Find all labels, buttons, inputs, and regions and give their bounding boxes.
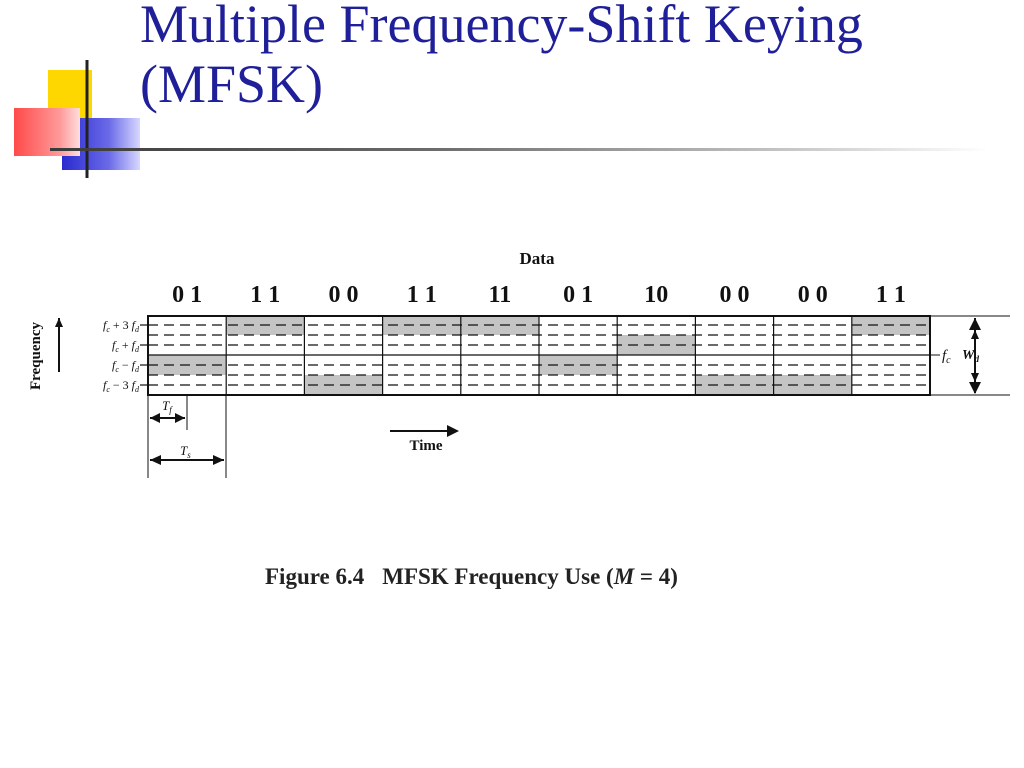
time-axis: Time xyxy=(390,425,459,454)
level-label-sub-0: d xyxy=(135,325,140,334)
level-label-0: fc + 3 fd xyxy=(103,318,140,334)
frequency-axis-label: Frequency xyxy=(28,321,44,390)
ts-label-main: T xyxy=(180,443,188,458)
slide-title: Multiple Frequency-Shift Keying (MFSK) xyxy=(140,0,863,114)
tf-label-main: T xyxy=(162,398,170,413)
wd-label-sub: d xyxy=(974,354,979,364)
level-label-fc-0: f xyxy=(103,318,108,332)
level-label-fc-1: f xyxy=(112,338,117,352)
data-bit-label-6: 10 xyxy=(644,282,668,308)
ts-label: Ts xyxy=(180,443,191,460)
level-label-sub-1: d xyxy=(135,345,140,354)
title-decoration xyxy=(14,60,140,178)
data-bit-label-9: 1 1 xyxy=(876,282,906,308)
fc-label-main: f xyxy=(942,348,948,364)
level-label-fc-sub-1: c xyxy=(115,345,119,354)
fc-label-sub: c xyxy=(946,355,951,366)
wd-label-main: W xyxy=(962,348,976,363)
data-bit-label-5: 0 1 xyxy=(563,282,593,308)
level-label-sub-3: d xyxy=(135,385,140,394)
frequency-cell-5 xyxy=(539,355,618,375)
level-label-coef-1: f xyxy=(132,338,137,352)
data-bit-label-3: 1 1 xyxy=(407,282,437,308)
level-label-fc-2: f xyxy=(112,358,117,372)
wd-arrowhead-down xyxy=(969,382,981,394)
tf-arrowhead-right xyxy=(175,413,185,423)
data-bit-label-4: 11 xyxy=(489,282,512,308)
fc-label: fc xyxy=(942,348,951,366)
tf-label: Tf xyxy=(162,398,173,415)
time-arrowhead xyxy=(447,425,459,437)
data-bit-label-2: 0 0 xyxy=(329,282,359,308)
level-label-fc-sub-0: c xyxy=(106,325,110,334)
caption-post: = 4) xyxy=(634,564,678,589)
level-label-2: fc − fd xyxy=(112,358,140,374)
caption-label: Figure 6.4 xyxy=(265,564,365,589)
level-label-op-2: − xyxy=(119,358,132,372)
level-label-op-0: + 3 xyxy=(110,318,132,332)
wd-arrowhead-up xyxy=(969,318,981,330)
level-label-3: fc − 3 fd xyxy=(103,378,140,394)
tf-label-sub: f xyxy=(169,405,173,415)
level-label-fc-3: f xyxy=(103,378,108,392)
title-underline xyxy=(50,148,990,151)
level-label-sub-2: d xyxy=(135,365,140,374)
level-label-op-3: − 3 xyxy=(110,378,132,392)
time-dimensions: Tf Ts xyxy=(147,396,227,478)
frequency-axis: Frequency xyxy=(28,318,63,390)
level-label-op-1: + xyxy=(119,338,132,352)
level-label-coef-2: f xyxy=(132,358,137,372)
data-bit-label-0: 0 1 xyxy=(172,282,202,308)
tf-arrowhead-left xyxy=(150,413,160,423)
ts-arrowhead-right xyxy=(213,455,224,465)
frequency-cell-4 xyxy=(460,316,539,335)
level-label-coef-0: f xyxy=(132,318,137,332)
level-label-coef-3: f xyxy=(132,378,137,392)
ts-arrowhead-left xyxy=(150,455,161,465)
data-bit-label-7: 0 0 xyxy=(720,282,750,308)
wd-label: Wd xyxy=(962,348,979,364)
frequency-cell-6 xyxy=(617,335,696,355)
caption-pre: MFSK Frequency Use ( xyxy=(382,564,614,589)
data-bit-label-8: 0 0 xyxy=(798,282,828,308)
data-bits: 0 1 1 1 0 0 1 1 11 0 1 10 0 0 0 0 1 1 xyxy=(172,282,906,308)
level-label-1: fc + fd xyxy=(112,338,140,354)
frequency-cell-7 xyxy=(695,375,774,395)
data-bit-label-1: 1 1 xyxy=(250,282,280,308)
data-header: Data xyxy=(520,249,555,268)
level-label-fc-sub-2: c xyxy=(115,365,119,374)
figure-caption: Figure 6.4 MFSK Frequency Use (M = 4) xyxy=(265,564,865,590)
level-label-fc-sub-3: c xyxy=(106,385,110,394)
bandwidth-annotation: fc Wd xyxy=(930,315,1010,396)
ts-label-sub: s xyxy=(187,450,191,460)
time-label: Time xyxy=(409,438,442,454)
caption-variable: M xyxy=(613,564,635,589)
